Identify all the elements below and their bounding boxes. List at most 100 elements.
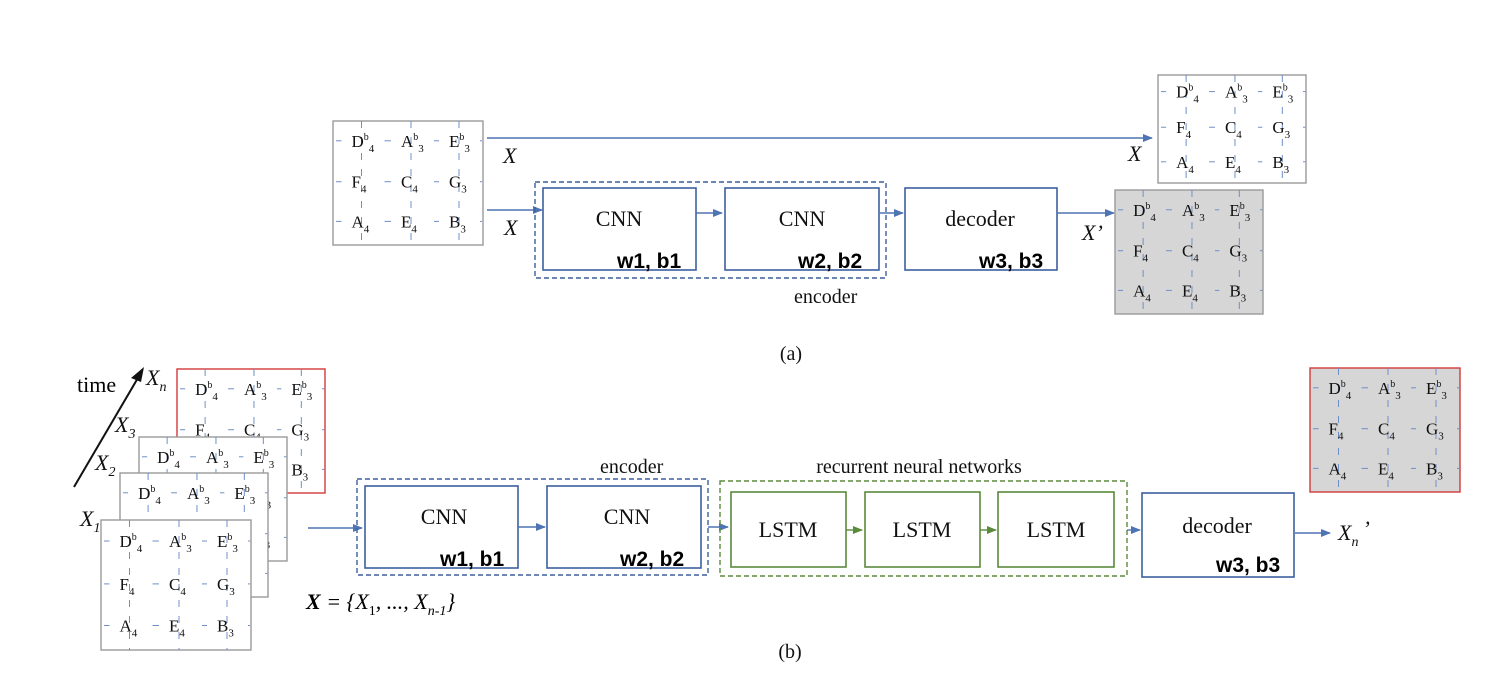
note-label: Ab3 [187, 484, 210, 507]
rnn-label: recurrent neural networks [816, 456, 1022, 478]
decoder-box [904, 187, 1058, 271]
stack-label-x3: X3 [114, 412, 135, 442]
note-label: A4 [1133, 281, 1151, 304]
grid-frame [1309, 367, 1461, 493]
b-cnn2-label: CNN [604, 504, 651, 529]
decoder-params: w3, b3 [978, 250, 1043, 273]
decoder-label: decoder [945, 206, 1015, 231]
note-label: G3 [1426, 420, 1444, 443]
cnn1-label: CNN [596, 206, 643, 231]
note-label: Eb3 [217, 532, 238, 555]
note-label: C4 [401, 173, 418, 196]
note-label: Eb3 [449, 132, 470, 155]
note-label: F4 [1329, 420, 1344, 443]
note-label: Ab3 [1225, 83, 1248, 106]
note-label: G3 [449, 173, 467, 196]
note-label: Db4 [1176, 83, 1199, 106]
note-label: Db4 [120, 532, 143, 555]
note-label: Eb3 [253, 448, 274, 471]
b-cnn1-label: CNN [421, 504, 468, 529]
caption-b: (b) [778, 641, 801, 663]
lstm3-label: LSTM [1027, 517, 1086, 542]
note-label: E4 [1182, 281, 1198, 304]
stack-label-xn: Xn [145, 365, 166, 395]
note-label: C4 [169, 575, 186, 598]
note-label: Eb3 [234, 484, 255, 507]
b-decoder-box [1141, 492, 1295, 578]
note-label: G3 [291, 421, 309, 444]
lstm1-box [730, 491, 847, 568]
time-arrow [73, 370, 143, 488]
b-decoder-params: w3, b3 [1215, 554, 1280, 577]
note-label: B3 [291, 460, 308, 483]
note-label: Db4 [195, 380, 218, 403]
note-label: C4 [1225, 118, 1242, 141]
b-cnn1-params: w1, b1 [439, 548, 505, 571]
note-label: Ab3 [1182, 201, 1205, 224]
stack-label-x2: X2 [94, 450, 115, 480]
lstm1-label: LSTM [759, 517, 818, 542]
note-label: G3 [1272, 118, 1290, 141]
note-label: G3 [217, 575, 235, 598]
note-label: Db4 [157, 448, 180, 471]
note-label: C4 [1182, 242, 1199, 265]
note-label: Ab3 [1378, 379, 1401, 402]
note-label: B3 [1272, 153, 1289, 176]
b-cnn1-box [364, 485, 519, 569]
lstm2-label: LSTM [893, 517, 952, 542]
lstm3-box [997, 491, 1115, 568]
b-cnn2-params: w2, b2 [619, 548, 684, 571]
b-decoder-label: decoder [1182, 513, 1252, 538]
note-label: Db4 [1329, 379, 1352, 402]
b-output-label: Xn’ [1337, 516, 1370, 550]
note-label: A4 [1176, 153, 1194, 176]
note-label: Ab3 [244, 380, 267, 403]
cnn1-params: w1, b1 [616, 250, 682, 273]
input-set-equation: X = {X1, ..., Xn-1} [305, 589, 455, 619]
note-label: F4 [120, 575, 135, 598]
note-label: Db4 [138, 484, 161, 507]
note-label: F4 [1133, 242, 1148, 265]
lstm2-box [864, 491, 981, 568]
note-label: Eb3 [1426, 379, 1447, 402]
b-cnn2-box [546, 485, 702, 569]
note-label: G3 [1229, 242, 1247, 265]
note-label: A4 [120, 617, 138, 640]
note-label: B3 [449, 212, 466, 235]
caption-a: (a) [780, 343, 802, 365]
grid-frame [1114, 189, 1264, 315]
note-label: Eb3 [291, 380, 312, 403]
note-label: Eb3 [1229, 201, 1250, 224]
note-label: C4 [1378, 420, 1395, 443]
rnn-region [719, 480, 1128, 577]
input-label-top: X [502, 143, 518, 168]
stack-label-x1: X1 [79, 506, 100, 536]
grid-frame [100, 519, 252, 651]
note-label: F4 [1176, 118, 1191, 141]
note-label: Ab3 [169, 532, 192, 555]
note-label: E4 [1378, 459, 1394, 482]
note-label: F4 [352, 173, 367, 196]
cnn2-label: CNN [779, 206, 826, 231]
note-label: Db4 [352, 132, 375, 155]
grid-frame [1157, 74, 1307, 184]
time-arrow-head [131, 367, 144, 382]
note-label: Ab3 [206, 448, 229, 471]
note-label: Eb3 [1272, 83, 1293, 106]
note-label: B3 [1426, 459, 1443, 482]
output-label-bottom: X’ [1081, 220, 1103, 245]
note-label: A4 [352, 212, 370, 235]
cnn2-params: w2, b2 [797, 250, 862, 273]
note-label: A4 [1329, 459, 1347, 482]
note-label: B3 [1229, 281, 1246, 304]
output-label-top: X [1127, 141, 1143, 166]
cnn2-box [724, 187, 880, 271]
cnn1-box [542, 187, 697, 271]
